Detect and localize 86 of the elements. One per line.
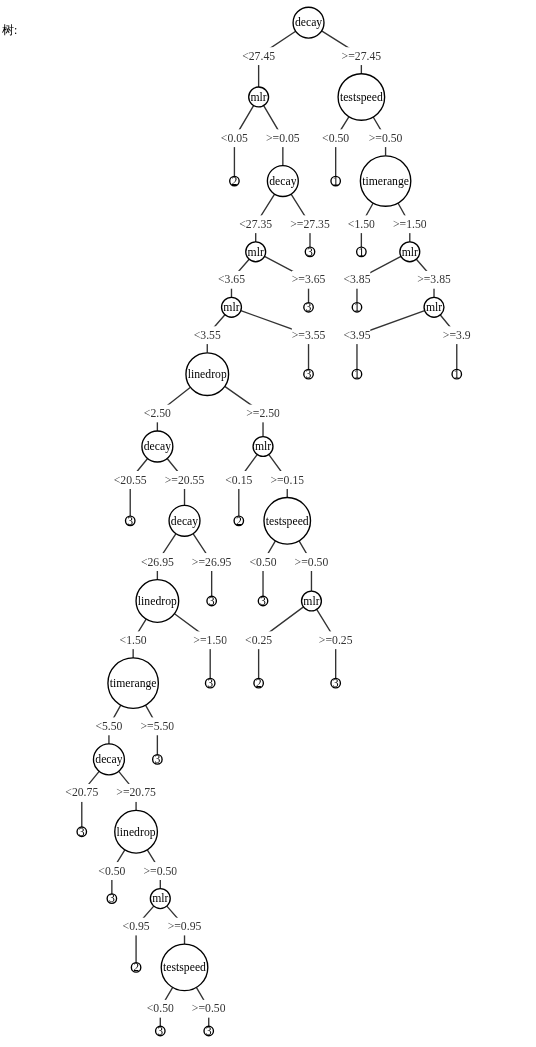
- node-circle: mlr: [245, 241, 267, 263]
- edge-label: <5.50: [95, 719, 123, 733]
- edge-label: >=1.50: [392, 217, 427, 231]
- node-circle: 3: [303, 301, 314, 313]
- node-circle: 2: [229, 175, 240, 187]
- node-circle: testspeed: [160, 943, 209, 992]
- edge-label: <1.50: [347, 217, 375, 231]
- edge-label: <27.35: [239, 217, 273, 231]
- edge-label: >=5.50: [140, 719, 175, 733]
- edge-label: <0.25: [245, 633, 273, 647]
- node-circle: 3: [151, 754, 163, 765]
- note-text: 树:: [2, 22, 18, 39]
- node-circle: 3: [106, 893, 118, 905]
- node-circle: 3: [154, 1025, 166, 1037]
- edge-label: >=0.50: [294, 554, 329, 569]
- edge-label: <3.65: [217, 272, 246, 287]
- edge-label: <20.55: [113, 472, 147, 487]
- node-circle: timerange: [107, 657, 160, 710]
- node-circle: 2: [130, 962, 142, 973]
- node-circle: mlr: [149, 888, 171, 910]
- node-circle: linedrop: [114, 809, 159, 854]
- edge-label: <3.95: [343, 328, 371, 342]
- node-circle: decay: [292, 6, 325, 39]
- edge-label: >=20.75: [116, 785, 156, 800]
- node-circle: 3: [206, 595, 218, 607]
- edge-label: >=0.95: [167, 919, 202, 933]
- node-circle: testspeed: [263, 496, 312, 545]
- node-circle: 3: [124, 515, 136, 527]
- node-circle: 2: [253, 677, 265, 689]
- node-circle: mlr: [399, 241, 421, 263]
- node-circle: 2: [233, 515, 245, 527]
- node-circle: 3: [330, 677, 342, 689]
- node-circle: 1: [355, 246, 367, 258]
- edge-label: <0.50: [322, 131, 350, 145]
- node-circle: timerange: [359, 155, 412, 207]
- node-circle: decay: [266, 164, 299, 198]
- node-circle: mlr: [423, 296, 445, 318]
- node-circle: 1: [330, 175, 342, 187]
- node-circle: 3: [203, 1025, 215, 1037]
- edge-label: >=27.45: [341, 48, 382, 63]
- edge-label: >=3.65: [291, 272, 326, 287]
- edge-label: >=3.85: [417, 272, 451, 287]
- edge-label: >=0.25: [318, 633, 353, 647]
- node-circle: linedrop: [135, 579, 180, 623]
- edge-label: <0.50: [98, 863, 126, 878]
- node-circle: mlr: [300, 590, 323, 612]
- edge-label: >=0.05: [265, 131, 300, 145]
- node-circle: 1: [351, 301, 363, 313]
- edge-label: <0.15: [225, 472, 253, 487]
- edge-label: >=0.50: [368, 131, 403, 145]
- edge-label: <3.85: [343, 272, 371, 287]
- edge-label: <20.75: [65, 785, 99, 800]
- edge-label: >=3.9: [442, 328, 471, 342]
- edge-label: <2.50: [143, 406, 171, 420]
- edge-label: <1.50: [119, 633, 147, 647]
- node-circle: decay: [92, 743, 126, 776]
- node-circle: 1: [351, 368, 363, 380]
- node-circle: mlr: [252, 435, 274, 458]
- edge-label: >=0.15: [270, 472, 305, 487]
- edge-label: >=1.50: [193, 633, 228, 647]
- edge-label: >=0.50: [143, 863, 178, 878]
- node-circle: 1: [451, 368, 463, 380]
- node-circle: 3: [303, 368, 314, 380]
- node-circle: testspeed: [337, 73, 386, 121]
- edge-label: >=26.95: [191, 554, 232, 569]
- edge-label: >=27.35: [290, 217, 330, 231]
- edge-label: <26.95: [140, 554, 174, 569]
- node-circle: mlr: [248, 86, 270, 108]
- edge-label: >=20.55: [164, 472, 205, 487]
- edge-label: <27.45: [242, 48, 276, 63]
- edge-label: <0.50: [146, 1001, 174, 1016]
- node-circle: mlr: [220, 296, 243, 318]
- edge-label: <0.50: [249, 554, 277, 569]
- edge-label: <3.55: [193, 328, 221, 342]
- edge-label: >=3.55: [291, 328, 326, 342]
- node-circle: decay: [141, 430, 174, 463]
- node-circle: 3: [257, 595, 269, 607]
- node-circle: 3: [76, 826, 88, 838]
- edge-label: <0.95: [122, 919, 150, 933]
- edge-label: >=0.50: [191, 1001, 226, 1016]
- node-circle: 3: [304, 246, 316, 258]
- edge-label: <0.05: [220, 131, 248, 145]
- node-circle: 3: [204, 677, 216, 689]
- node-circle: linedrop: [185, 352, 230, 397]
- node-circle: decay: [168, 504, 201, 537]
- edge-label: >=2.50: [246, 406, 280, 420]
